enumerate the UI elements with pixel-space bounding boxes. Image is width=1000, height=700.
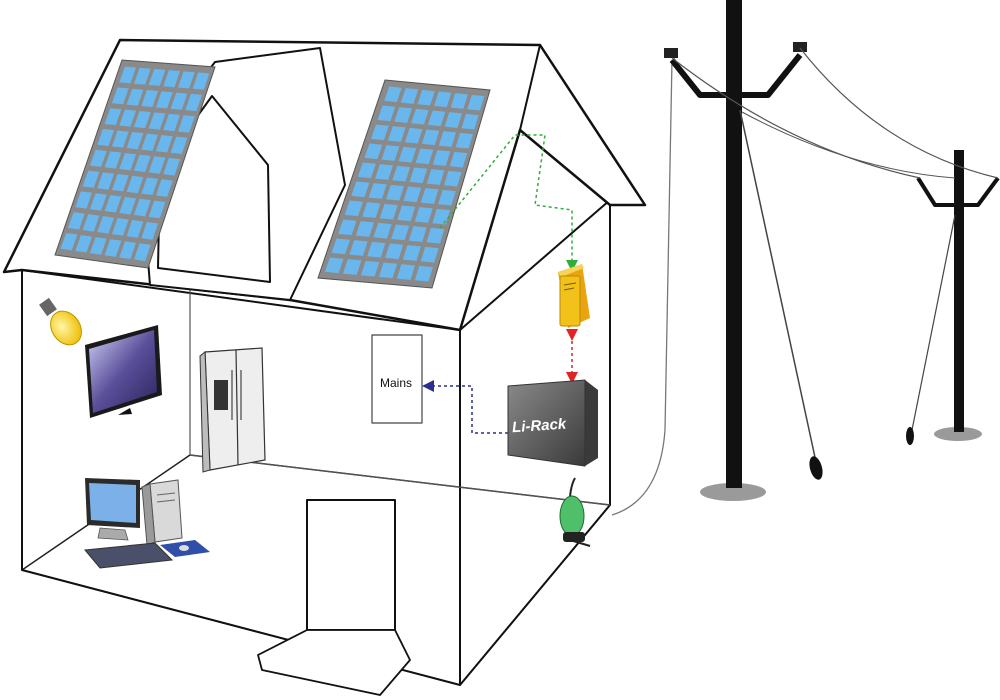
inverter-icon bbox=[558, 264, 590, 328]
service-drop-wire bbox=[612, 60, 672, 515]
light-bulb-icon bbox=[39, 298, 88, 351]
mains-label: Mains bbox=[380, 376, 412, 390]
battery-to-mains-line bbox=[428, 386, 508, 433]
door-step bbox=[258, 630, 410, 695]
television-icon bbox=[85, 325, 162, 418]
refrigerator-icon bbox=[200, 348, 265, 472]
front-door bbox=[307, 500, 395, 630]
utility-pole-icon bbox=[664, 0, 998, 501]
